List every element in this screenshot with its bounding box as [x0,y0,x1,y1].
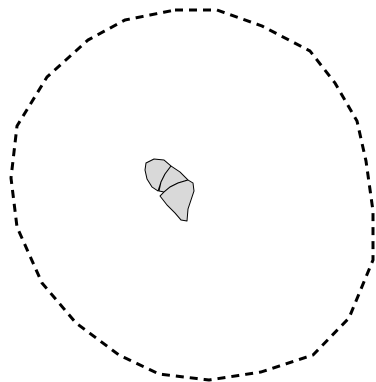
map-canvas [0,0,376,382]
